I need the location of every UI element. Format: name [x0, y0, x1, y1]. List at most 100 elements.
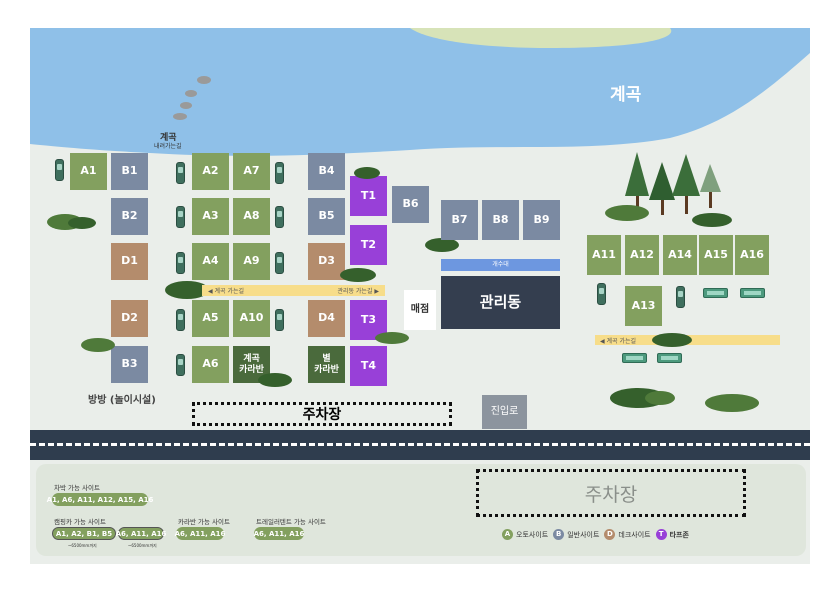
stone	[173, 113, 187, 120]
trailer-icon	[622, 353, 647, 363]
bush-icon	[375, 332, 409, 344]
site-B3[interactable]: B3	[111, 346, 148, 383]
site-A14[interactable]: A14	[663, 235, 697, 275]
river-label: 계곡	[610, 85, 642, 105]
trailer-title: 트레일러텐트 가능 사이트	[256, 518, 326, 526]
stone	[180, 102, 192, 109]
stone	[185, 90, 197, 97]
campingcar-title: 캠핑카 가능 사이트	[54, 518, 106, 526]
campsite-map: 계곡 계곡 내려가는길 A1 B1 B2 D1 D2 B3 방방 (놀이시설) …	[30, 28, 810, 564]
site-D3[interactable]: D3	[308, 243, 345, 280]
site-A5[interactable]: A5	[192, 300, 229, 337]
site-B2[interactable]: B2	[111, 198, 148, 235]
bush-icon	[652, 333, 692, 347]
trailer-icon	[657, 353, 682, 363]
bush-icon	[258, 373, 292, 387]
site-A10[interactable]: A10	[233, 300, 270, 337]
site-B9[interactable]: B9	[523, 200, 560, 240]
stone	[197, 76, 211, 84]
legend-deck-dot: D	[604, 529, 616, 540]
site-B1[interactable]: B1	[111, 153, 148, 190]
site-T4[interactable]: T4	[350, 346, 387, 386]
office-building[interactable]: 관리동	[441, 276, 560, 329]
site-A15[interactable]: A15	[699, 235, 733, 275]
site-T3[interactable]: T3	[350, 300, 387, 340]
site-B6[interactable]: B6	[392, 186, 429, 223]
site-B5[interactable]: B5	[308, 198, 345, 235]
tarp-sites: A1, A6, A11, A12, A15, A16	[47, 493, 153, 506]
river	[30, 28, 810, 156]
info-panel	[36, 464, 806, 556]
site-A16[interactable]: A16	[735, 235, 769, 275]
trailer-icon	[703, 288, 728, 298]
bush-icon	[47, 214, 96, 230]
car-icon	[275, 252, 284, 274]
car-icon	[176, 162, 185, 184]
tarp-title: 차박 가능 사이트	[54, 484, 100, 492]
car-icon	[275, 162, 284, 184]
playground-label: 방방 (놀이시설)	[88, 395, 156, 406]
site-A12[interactable]: A12	[625, 235, 659, 275]
site-A13[interactable]: A13	[625, 286, 662, 326]
water-station[interactable]: 개수대	[441, 259, 560, 271]
site-A1[interactable]: A1	[70, 153, 107, 190]
entrance[interactable]: 진입로	[482, 395, 527, 429]
legend-auto-dot: A	[502, 529, 513, 540]
car-icon	[55, 159, 64, 181]
legend-general-label: 일반사이트	[567, 530, 600, 539]
trailer-icon	[740, 288, 765, 298]
car-icon	[275, 206, 284, 228]
site-A3[interactable]: A3	[192, 198, 229, 235]
bush-icon	[610, 388, 675, 408]
site-A7[interactable]: A7	[233, 153, 270, 190]
car-icon	[676, 286, 685, 308]
site-D4[interactable]: D4	[308, 300, 345, 337]
site-A4[interactable]: A4	[192, 243, 229, 280]
legend-auto-label: 오토사이트	[516, 530, 549, 539]
site-A6[interactable]: A6	[192, 346, 229, 383]
car-icon	[275, 309, 284, 331]
site-D2[interactable]: D2	[111, 300, 148, 337]
site-D1[interactable]: D1	[111, 243, 148, 280]
bush-icon	[340, 268, 376, 282]
site-A11[interactable]: A11	[587, 235, 621, 275]
path-office-label: 관리동 가는길 ▶	[337, 288, 379, 295]
parking-lower[interactable]: 주차장	[476, 469, 746, 517]
bush-icon	[81, 338, 115, 352]
bush-icon	[165, 281, 209, 299]
tree-icon	[625, 152, 721, 215]
store[interactable]: 매점	[404, 290, 436, 330]
legend-tarp-label: 타프존	[669, 530, 689, 539]
site-A8[interactable]: A8	[233, 198, 270, 235]
site-B7[interactable]: B7	[441, 200, 478, 240]
path-valley-label: ◀ 계곡 가는길	[208, 288, 245, 295]
site-A2[interactable]: A2	[192, 153, 229, 190]
campingcar-sites-2: A6, A11, A16	[116, 527, 166, 540]
site-B4[interactable]: B4	[308, 153, 345, 190]
legend-tarp-dot: T	[655, 529, 667, 540]
car-icon	[176, 309, 185, 331]
site-T1[interactable]: T1	[350, 176, 387, 216]
campingcar-note-1: ~6500mm까지	[68, 543, 97, 548]
car-icon	[176, 252, 185, 274]
campingcar-sites-1: A1, A2, B1, B5	[52, 527, 116, 540]
site-T2[interactable]: T2	[350, 225, 387, 265]
caravan-sites: A6, A11, A16	[175, 527, 225, 540]
bush-icon	[425, 238, 459, 252]
road	[30, 430, 810, 460]
site-B8[interactable]: B8	[482, 200, 519, 240]
valley-path-sub: 내려가는길	[154, 143, 182, 150]
bush-icon	[692, 213, 732, 227]
site-A9[interactable]: A9	[233, 243, 270, 280]
trailer-sites: A6, A11, A16	[254, 527, 304, 540]
bush-icon	[354, 167, 380, 179]
valley-path-label: 계곡	[160, 133, 177, 143]
caravan-title: 카라반 가능 사이트	[178, 518, 230, 526]
site-star-caravan[interactable]: 별 카라반	[308, 346, 345, 383]
legend-deck-label: 데크사이트	[618, 530, 651, 539]
parking-main[interactable]: 주차장	[192, 402, 452, 426]
